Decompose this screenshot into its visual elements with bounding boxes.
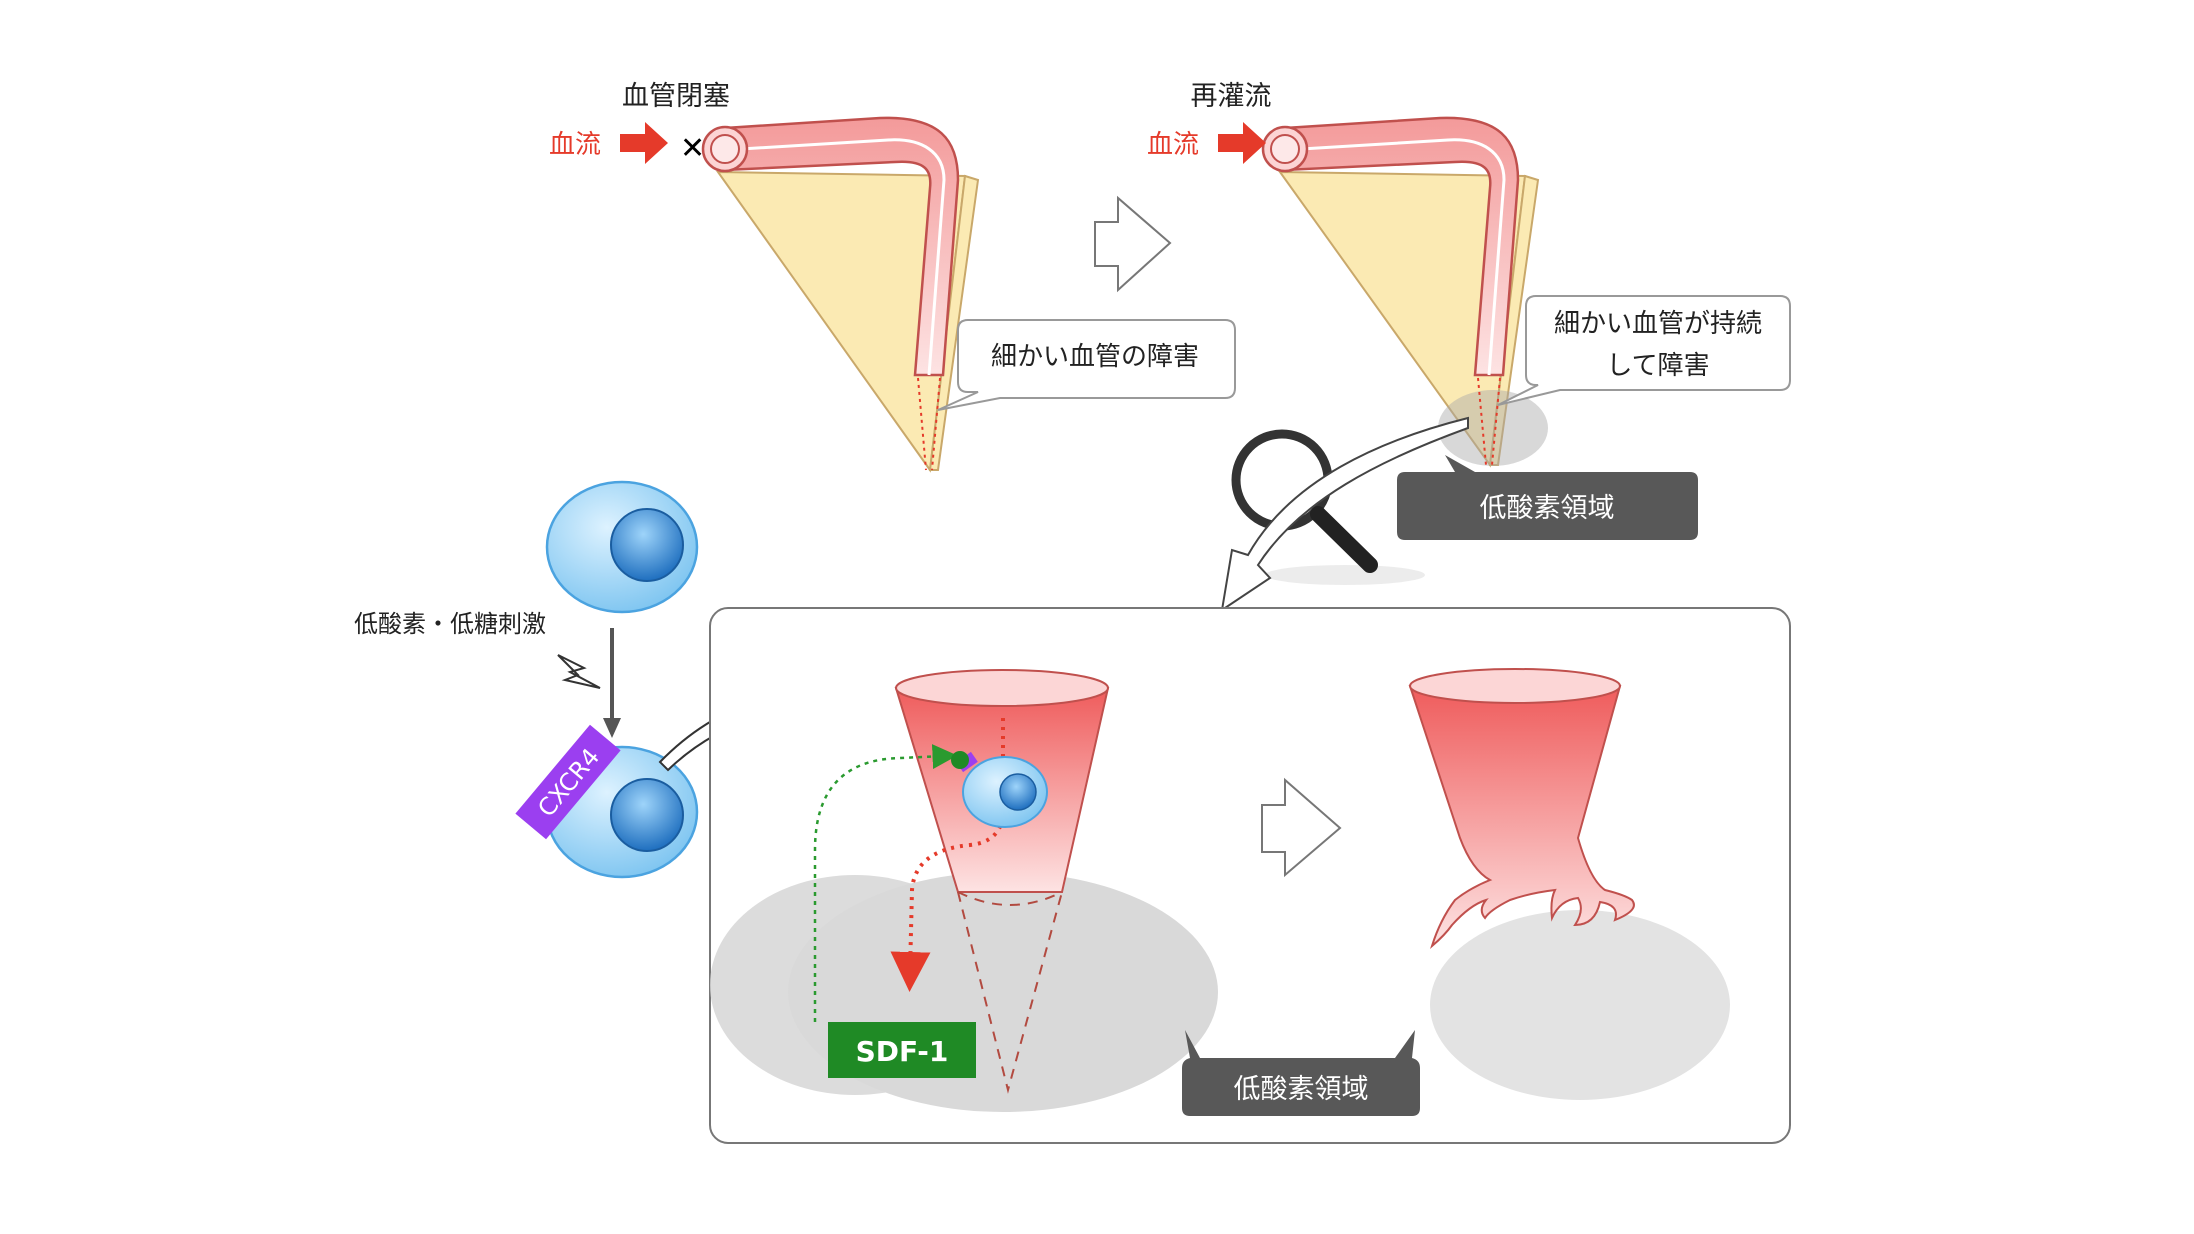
regenerated-vessel — [1408, 685, 1635, 949]
occlusion-x-mark: ✕ — [680, 131, 705, 166]
capillary-dotted — [917, 377, 941, 471]
occlusion-diagram: ✕ 血流 血管閉塞 細かい血管の障害 — [549, 81, 1236, 473]
reperfusion-diagram: 血流 再灌流 細かい血管が持続 して障害 低酸素領域 — [1147, 81, 1791, 540]
blood-flow-arrow-2 — [1218, 122, 1266, 164]
callout-box-2 — [1497, 295, 1791, 406]
sdf1-ligand-dot — [951, 751, 969, 769]
hypoxic-zone-right — [1430, 910, 1730, 1100]
panel-hypoxia-label-box — [1182, 1030, 1420, 1116]
green-dotted-path — [813, 744, 958, 1022]
vessel-inner-line-2 — [1284, 138, 1506, 376]
cxcr4-receptor — [515, 724, 621, 840]
migrating-cell-nucleus — [999, 773, 1037, 811]
callout-text-line2: して障害 — [1606, 351, 1709, 381]
occlusion-title: 血管閉塞 — [622, 81, 730, 112]
hypoxia-label-text: 低酸素領域 — [1480, 493, 1615, 524]
capillary-funnel-rim — [895, 669, 1109, 707]
blood-flow-label-2: 血流 — [1147, 130, 1199, 160]
hypoxia-label-box — [1397, 455, 1698, 540]
blood-flow-label: 血流 — [549, 130, 601, 160]
reperfusion-title: 再灌流 — [1191, 81, 1272, 112]
zoom-panel: SDF-1 低酸素領域 — [709, 607, 1791, 1144]
zoom-arrow — [1220, 416, 1469, 613]
lightning-icon — [557, 654, 601, 689]
stem-cell-pathway: 低酸素・低糖刺激 CXCR4 — [354, 480, 908, 879]
stem-cell-bottom-nucleus — [610, 778, 684, 852]
stimulus-label: 低酸素・低糖刺激 — [354, 610, 546, 638]
sdf1-label: SDF-1 — [856, 1035, 949, 1068]
transition-arrow-top — [1094, 195, 1172, 293]
stem-cell-top-nucleus — [610, 508, 684, 582]
vessel-opening-inner — [710, 134, 740, 164]
hypoxic-zone-top — [1438, 390, 1548, 466]
vessel-tube-reperfused — [1283, 116, 1520, 377]
callout-box — [937, 319, 1236, 411]
callout-text-line1: 細かい血管が持続 — [1554, 309, 1762, 339]
sdf1-box — [828, 1022, 976, 1078]
capillary-dashed-extension — [957, 891, 1063, 1094]
callout-text: 細かい血管の障害 — [991, 342, 1199, 372]
vessel-inner-line — [724, 138, 946, 376]
regenerated-vessel-rim — [1409, 668, 1621, 704]
vessel-tube — [723, 116, 960, 377]
blood-flow-arrow — [620, 122, 668, 164]
capillary-dotted-2 — [1477, 377, 1501, 466]
vessel-opening-inner-2 — [1270, 134, 1300, 164]
transition-arrow-panel — [1261, 777, 1342, 878]
panel-hypoxia-label-text: 低酸素領域 — [1234, 1074, 1369, 1105]
